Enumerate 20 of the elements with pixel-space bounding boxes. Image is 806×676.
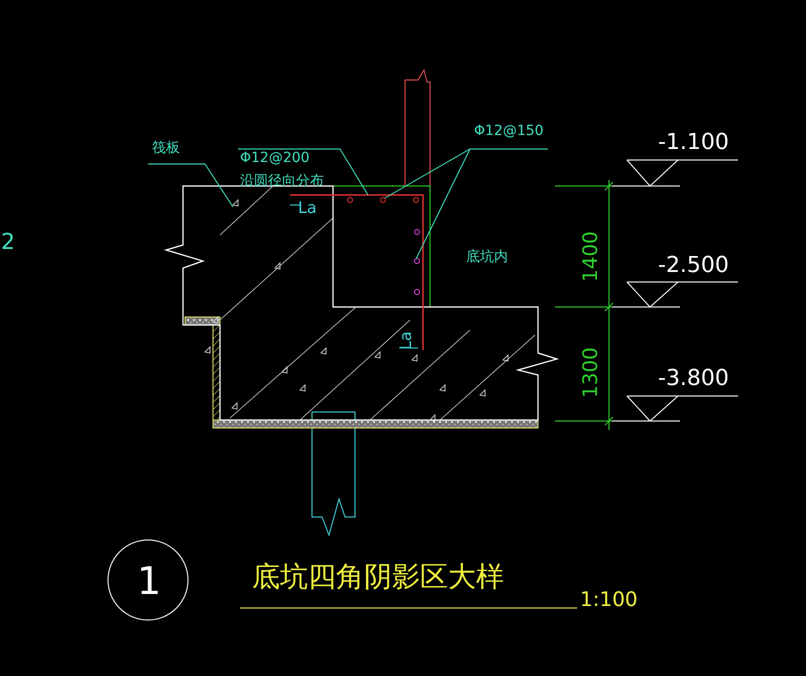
leader-line — [238, 148, 368, 196]
leader-line — [416, 148, 548, 260]
dimension-value: 1300 — [580, 347, 600, 398]
drawing-scale: 1:100 — [580, 589, 638, 609]
callout-text: Φ12@150 — [474, 124, 544, 138]
detail-reference: 2 — [1, 232, 15, 254]
callout-text: 沿圆径向分布 — [240, 174, 324, 188]
drawing-title: 底坑四角阴影区大样 — [252, 563, 504, 591]
leader-line — [148, 164, 234, 208]
callout-text: 筏板 — [152, 141, 180, 155]
anchorage-label: La — [298, 200, 317, 216]
anchorage-label: La — [398, 331, 414, 350]
pit-interior-label: 底坑内 — [466, 250, 508, 264]
elevation-value: -2.500 — [658, 255, 729, 277]
detail-number: 1 — [137, 562, 162, 600]
dimension-value: 1400 — [580, 231, 600, 282]
callout-text: Φ12@200 — [240, 151, 311, 165]
concrete-raft-section — [164, 185, 560, 422]
elevation-value: -3.800 — [658, 368, 729, 390]
elevation-value: -1.100 — [658, 132, 729, 154]
